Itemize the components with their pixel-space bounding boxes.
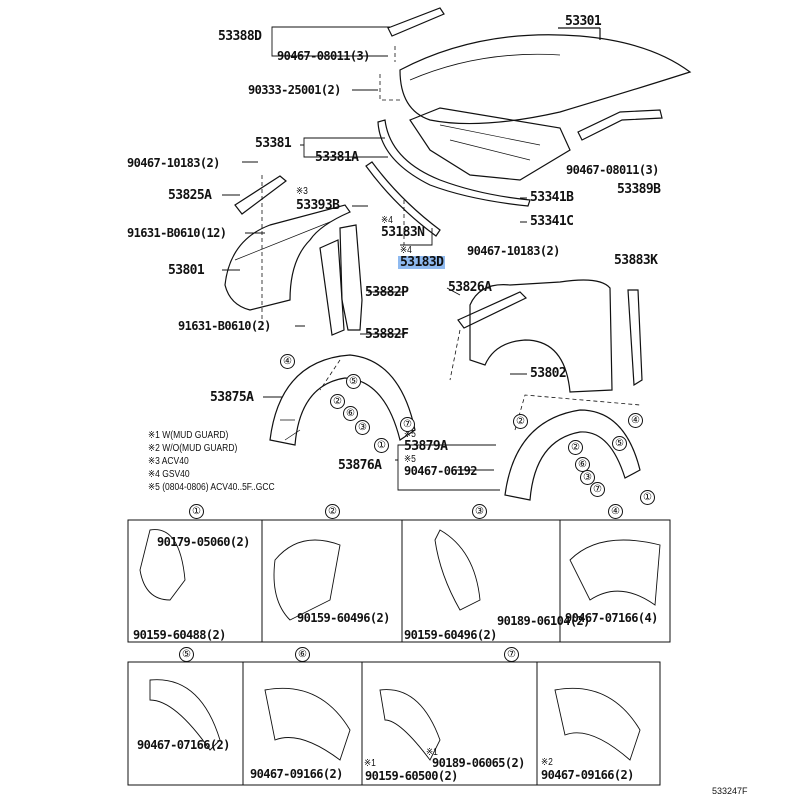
label-53341B: 53341B: [530, 190, 574, 205]
label-53393B: 53393B: [296, 198, 340, 213]
stay-53825A: [234, 175, 287, 215]
label-53879A: 53879A: [404, 439, 448, 454]
label-53183N: 53183N: [381, 225, 425, 240]
label-90467-06192: 90467-06192: [404, 464, 477, 478]
legend-item: ※2 W/O(MUD GUARD): [148, 443, 238, 454]
note-3: ※3: [296, 186, 308, 197]
label-90467-10183: 90467-10183(2): [127, 156, 220, 170]
label-91631-B0610-2: 91631-B0610(2): [178, 319, 271, 333]
callout-6: ⑥: [575, 457, 590, 472]
callout-5: ⑤: [346, 374, 361, 389]
label-53876A: 53876A: [338, 458, 382, 473]
detail-number-4: ④: [608, 504, 623, 519]
detail-label-90189-06104: 90189-06104(2): [497, 614, 590, 628]
callout-7: ⑦: [400, 417, 415, 432]
label-90467-08011: 90467-08011(3): [566, 163, 659, 177]
detail-label-90179-05060: 90179-05060(2): [157, 535, 250, 549]
detail-number-6: ⑥: [295, 647, 310, 662]
detail-label-90159-60488: 90159-60488(2): [133, 628, 226, 642]
callout-4: ④: [628, 413, 643, 428]
note-4: ※4: [400, 245, 412, 256]
legend-item: ※5 (0804-0806) ACV40..5F..GCC: [148, 482, 275, 493]
hood-seal-53381: [377, 119, 531, 207]
callout-2: ②: [330, 394, 345, 409]
note-2: ※2: [541, 757, 553, 768]
label-53381: 53381: [255, 136, 292, 151]
label-53882F: 53882F: [365, 327, 409, 342]
fender-53802: [469, 279, 613, 393]
hood-53301: [399, 34, 692, 125]
detail-number-3: ③: [472, 504, 487, 519]
label-53875A: 53875A: [210, 390, 254, 405]
note-1: ※1: [426, 747, 438, 758]
strip-53389B: [577, 109, 663, 141]
label-53801: 53801: [168, 263, 205, 278]
callout-3: ③: [580, 470, 595, 485]
label-53825A: 53825A: [168, 188, 212, 203]
callout-4: ④: [280, 354, 295, 369]
callout-1: ①: [374, 438, 389, 453]
label-53183D-highlighted[interactable]: 53183D: [398, 255, 446, 270]
liner-53876A: [504, 409, 641, 501]
label-53381A: 53381A: [315, 150, 359, 165]
label-90467-08011: 90467-08011(3): [277, 49, 370, 63]
stay-53826A: [457, 291, 528, 329]
legend-item: ※3 ACV40: [148, 456, 189, 467]
label-53341C: 53341C: [530, 214, 574, 229]
label-53301: 53301: [565, 14, 602, 29]
detail-label-90467-09166: 90467-09166(2): [250, 767, 343, 781]
strip-53388D: [387, 7, 445, 37]
note-5: ※5: [404, 429, 416, 440]
detail-label-90159-60496: 90159-60496(2): [297, 611, 390, 625]
callout-5: ⑤: [612, 436, 627, 451]
seal-53183N: [365, 161, 441, 237]
detail-number-2: ②: [325, 504, 340, 519]
callout-3: ③: [355, 420, 370, 435]
callout-2: ②: [568, 440, 583, 455]
seal-53883K: [627, 289, 643, 387]
label-53883K: 53883K: [614, 253, 658, 268]
label-53802: 53802: [530, 366, 567, 381]
detail-number-5: ⑤: [179, 647, 194, 662]
label-53389B: 53389B: [617, 182, 661, 197]
label-90333-25001: 90333-25001(2): [248, 83, 341, 97]
callout-2: ②: [513, 414, 528, 429]
hood-insulator-53341B: [409, 107, 571, 181]
note-1: ※1: [364, 758, 376, 769]
legend-item: ※4 GSV40: [148, 469, 190, 480]
detail-label-90467-07166: 90467-07166(2): [137, 738, 230, 752]
fender-53801: [224, 204, 351, 311]
label-53826A: 53826A: [448, 280, 492, 295]
callout-6: ⑥: [343, 406, 358, 421]
detail-label-90159-60496: 90159-60496(2): [404, 628, 497, 642]
detail-number-7: ⑦: [504, 647, 519, 662]
detail-number-1: ①: [189, 504, 204, 519]
detail-label-90467-07166: 90467-07166(4): [565, 611, 658, 625]
detail-label-90159-60500: 90159-60500(2): [365, 769, 458, 783]
note-5: ※5: [404, 454, 416, 465]
liner-53875A: [269, 354, 416, 446]
note-4: ※4: [381, 215, 393, 226]
figure-code: 533247F: [712, 786, 748, 796]
label-91631-B0610-12: 91631-B0610(12): [127, 226, 227, 240]
detail-label-90467-09166: 90467-09166(2): [541, 768, 634, 782]
legend-item: ※1 W(MUD GUARD): [148, 430, 229, 441]
detail-label-90189-06065: 90189-06065(2): [432, 756, 525, 770]
callout-7: ⑦: [590, 482, 605, 497]
label-53388D: 53388D: [218, 29, 262, 44]
label-90467-10183: 90467-10183(2): [467, 244, 560, 258]
callout-1: ①: [640, 490, 655, 505]
label-53882P: 53882P: [365, 285, 409, 300]
